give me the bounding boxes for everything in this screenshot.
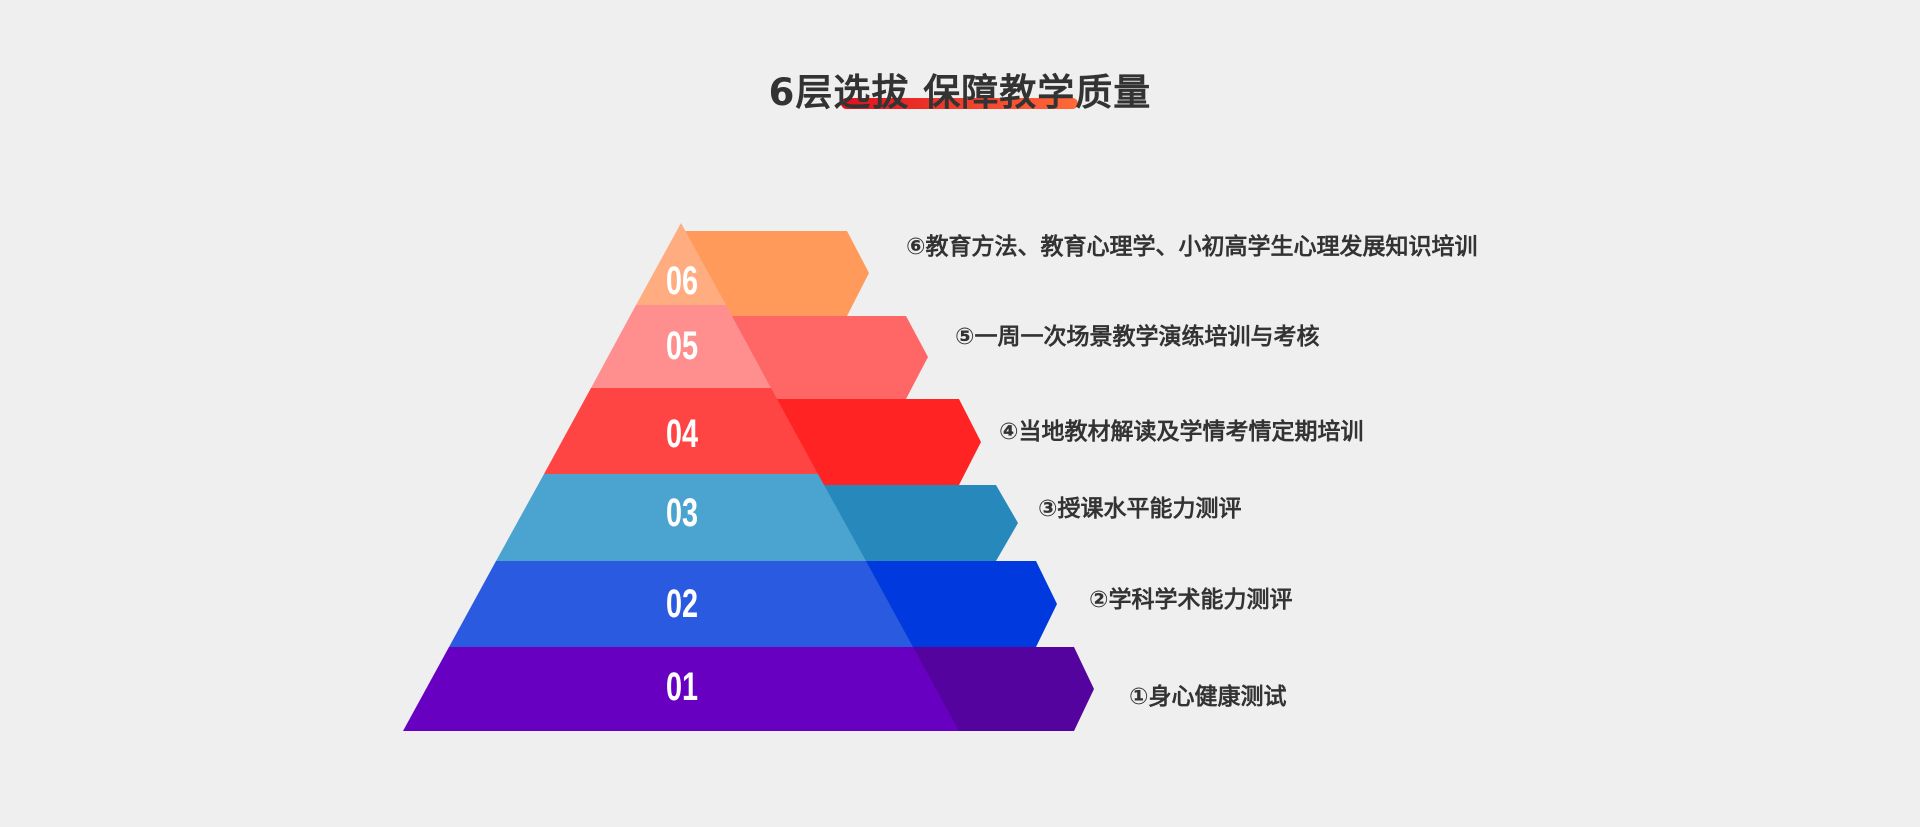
pyramid-layer-01 xyxy=(403,647,959,731)
layer-number-02: 02 xyxy=(665,582,699,626)
layer-number-06: 06 xyxy=(665,259,699,303)
layer-label-05: ⑤一周一次场景教学演练培训与考核 xyxy=(955,324,1320,350)
layer-number-05: 05 xyxy=(665,324,699,368)
pyramid-layer-03 xyxy=(496,474,866,561)
layer-label-03: ③授课水平能力测评 xyxy=(1038,496,1242,522)
layer-label-01: ①身心健康测试 xyxy=(1129,684,1287,710)
layer-number-01: 01 xyxy=(665,665,699,709)
page-title: 6层选拔 保障教学质量 xyxy=(768,71,1152,114)
layer-number-03: 03 xyxy=(665,491,699,535)
pyramid-layer-02 xyxy=(449,561,913,647)
pyramid-layer-05 xyxy=(591,305,771,388)
pyramid-layer-06 xyxy=(636,223,726,305)
pyramid-layer-04 xyxy=(544,388,818,474)
layer-label-06: ⑥教育方法、教育心理学、小初高学生心理发展知识培训 xyxy=(906,234,1478,260)
layer-number-04: 04 xyxy=(665,412,699,456)
layer-label-02: ②学科学术能力测评 xyxy=(1089,587,1293,613)
title-underline xyxy=(841,98,1078,109)
side-arrow-06 xyxy=(685,231,869,316)
layer-label-04: ④当地教材解读及学情考情定期培训 xyxy=(999,419,1364,445)
